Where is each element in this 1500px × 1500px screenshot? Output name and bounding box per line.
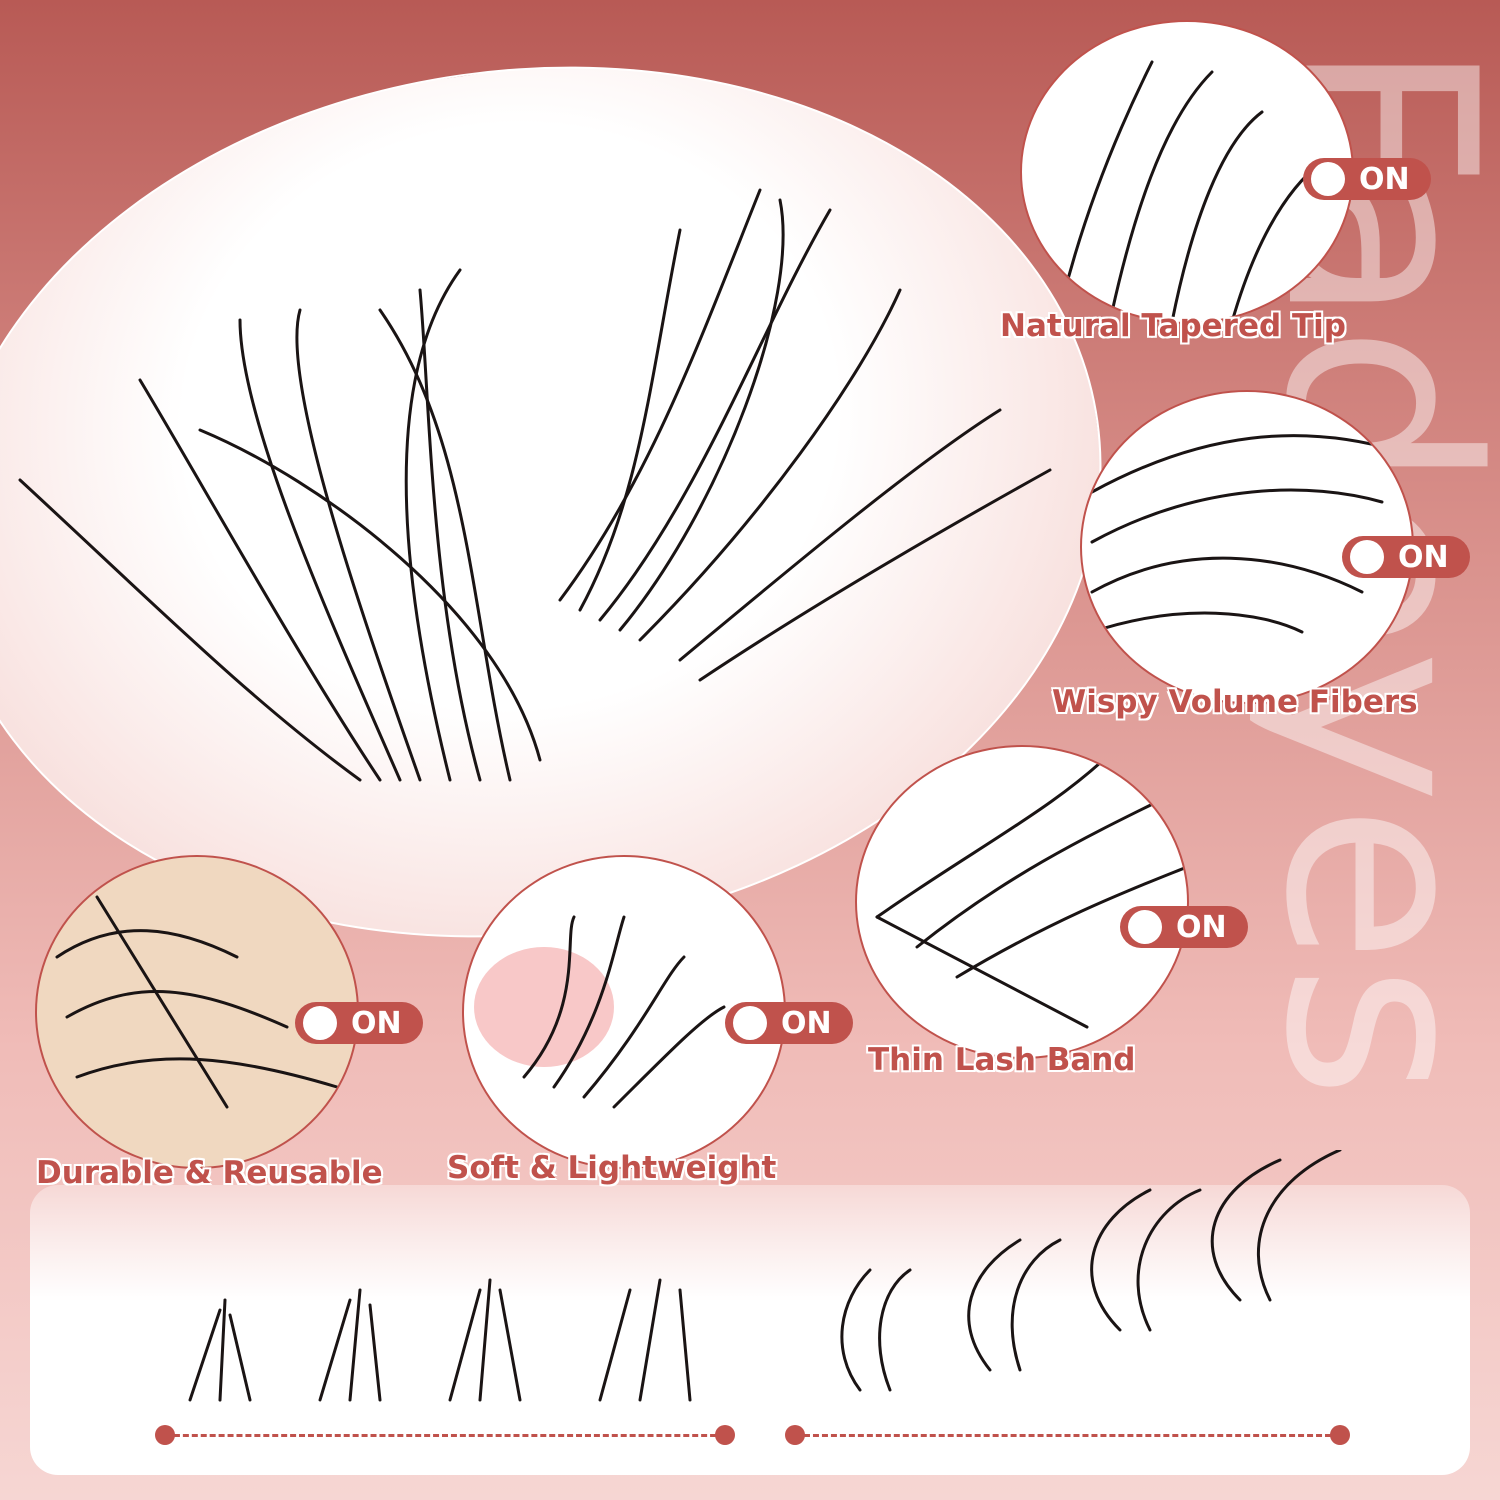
lash-cluster-row-curved	[840, 1150, 1342, 1392]
feature-image-thin-band	[855, 745, 1189, 1059]
feature-image-lightweight	[462, 855, 786, 1169]
feature-label-thin-band: Thin Lash Band	[868, 1042, 1136, 1078]
lash-lengths-panel	[30, 1185, 1470, 1475]
lash-cluster-row-straight	[188, 1278, 692, 1402]
feature-label-lightweight: Soft & Lightweight	[447, 1150, 777, 1186]
toggle-text: ON	[1176, 909, 1227, 945]
length-scale-right	[785, 1425, 1350, 1445]
toggle-switch-icon	[1350, 540, 1384, 574]
toggle-switch-icon	[1128, 910, 1162, 944]
toggle-text: ON	[351, 1005, 402, 1041]
toggle-thin-band: ON	[1120, 906, 1248, 948]
toggle-reusable: ON	[295, 1002, 423, 1044]
toggle-switch-icon	[1311, 162, 1345, 196]
toggle-switch-icon	[303, 1006, 337, 1040]
toggle-text: ON	[1359, 161, 1410, 197]
feature-label-wispy-fibers: Wispy Volume Fibers	[1052, 684, 1418, 720]
toggle-text: ON	[1398, 539, 1449, 575]
length-scale-left	[155, 1425, 735, 1445]
toggle-tapered-tip: ON	[1303, 158, 1431, 200]
toggle-text: ON	[781, 1005, 832, 1041]
toggle-wispy-fibers: ON	[1342, 536, 1470, 578]
feature-label-tapered-tip: Natural Tapered Tip	[1000, 308, 1346, 344]
toggle-lightweight: ON	[725, 1002, 853, 1044]
toggle-switch-icon	[733, 1006, 767, 1040]
hero-lash-image	[18, 188, 1052, 782]
